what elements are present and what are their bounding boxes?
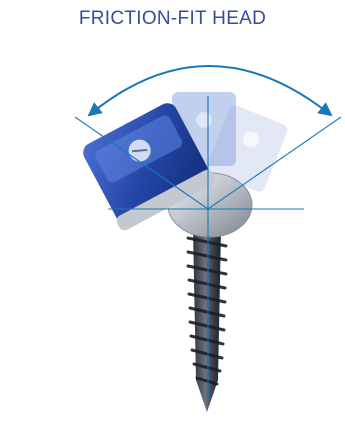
screw-shaft [186,228,228,412]
screw-head [83,103,216,231]
angle-guide-lines [74,96,342,402]
double-arrow-icon [87,65,333,117]
page-title: FRICTION-FIT HEAD [78,8,267,29]
ghost-head-right [206,105,288,192]
